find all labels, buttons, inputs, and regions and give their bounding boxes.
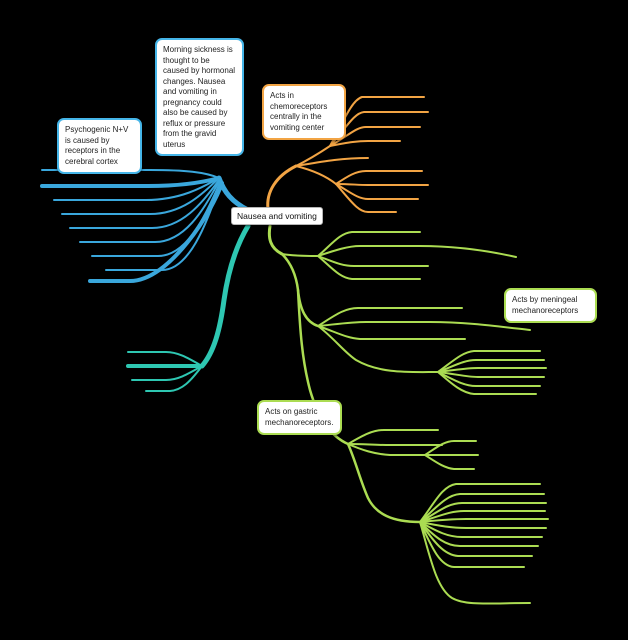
branch-line [437, 371, 541, 387]
branch-line [437, 359, 545, 373]
branch-line [346, 442, 422, 524]
branch-trunk-orange [266, 164, 298, 211]
root-node[interactable]: Nausea and vomiting [231, 207, 323, 225]
branch-line [335, 183, 429, 186]
branch-line [347, 429, 439, 445]
branch-line [437, 371, 537, 395]
branch-line [419, 493, 545, 523]
branch-line [317, 231, 421, 257]
branch-line [437, 371, 545, 378]
branch-line [317, 255, 421, 280]
branch-line [317, 307, 463, 327]
branch-line [419, 521, 539, 547]
branch-line [40, 176, 221, 188]
branch-line [317, 255, 429, 267]
branch-line [347, 443, 443, 446]
branch-line [347, 443, 426, 456]
branch-line [317, 321, 531, 331]
note-morning-sickness[interactable]: Morning sickness is thought to be caused… [155, 38, 244, 156]
branch-line [145, 365, 203, 392]
branch-line [329, 126, 421, 147]
branch-line [88, 181, 224, 283]
branch-line [131, 365, 203, 381]
note-meningeal[interactable]: Acts by meningeal mechanoreceptors [504, 288, 597, 324]
branch-line [295, 157, 369, 167]
branch-line [419, 518, 549, 523]
branch-line [419, 521, 547, 529]
branch-line [127, 351, 203, 367]
branch-line [419, 521, 543, 538]
branch-line [317, 325, 439, 374]
branch-line [437, 350, 541, 373]
branch-line [335, 183, 419, 200]
branch-line [317, 325, 466, 340]
branch-line [424, 440, 477, 456]
branch-line [61, 177, 220, 215]
branch-line [419, 521, 525, 568]
branch-line [295, 165, 337, 185]
branch-line [419, 510, 546, 523]
note-chemoreceptors[interactable]: Acts in chemoreceptors centrally in the … [262, 84, 346, 141]
branch-line [419, 483, 541, 523]
note-psychogenic[interactable]: Psychogenic N+V is caused by receptors i… [57, 118, 142, 175]
note-gastric-text: Acts on gastric mechanoreceptors. [265, 407, 334, 427]
branch-line [53, 177, 220, 201]
branch-line [335, 183, 397, 213]
note-meningeal-text: Acts by meningeal mechanoreceptors [512, 295, 579, 315]
branch-line [419, 521, 531, 605]
branch-group-cyan [126, 223, 251, 392]
branch-line [419, 502, 547, 523]
note-gastric[interactable]: Acts on gastric mechanoreceptors. [257, 400, 342, 436]
branch-line [317, 245, 517, 258]
branch-line [69, 178, 221, 229]
branch-line [329, 111, 429, 147]
note-psychogenic-text: Psychogenic N+V is caused by receptors i… [65, 125, 129, 166]
branch-line [437, 367, 547, 373]
branch-trunk-green [267, 224, 284, 256]
branch-line [41, 169, 220, 179]
branch-line [424, 454, 475, 470]
branch-line [335, 170, 423, 185]
branch-trunk-cyan [199, 223, 251, 369]
branch-line [79, 179, 221, 243]
branch-group-psychogenic [40, 169, 251, 283]
branch-group-chemoreceptors [266, 96, 429, 213]
note-chemoreceptors-text: Acts in chemoreceptors centrally in the … [270, 91, 328, 132]
branch-line [281, 253, 319, 257]
branch-line [329, 140, 401, 147]
branch-line [91, 180, 222, 257]
branch-line [419, 521, 533, 557]
note-morning-sickness-text: Morning sickness is thought to be caused… [163, 45, 236, 149]
